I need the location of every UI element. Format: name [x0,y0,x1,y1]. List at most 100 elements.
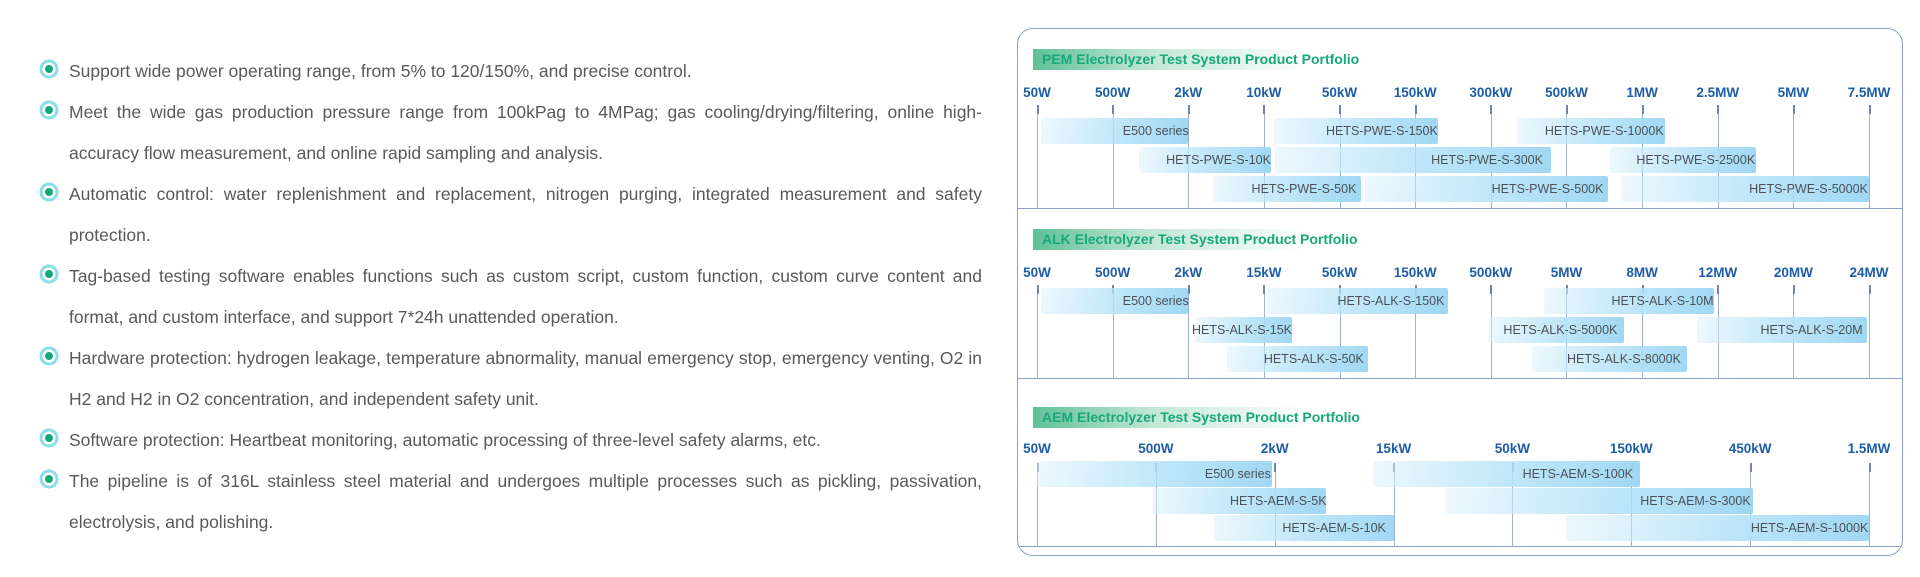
axis-tick-label: 20MW [1773,265,1813,280]
axis-tick-mark [1187,105,1190,114]
bar-row-1: E500 series HETS-AEM-S-100K [1037,461,1869,487]
grid-line [1037,285,1038,378]
axis-tick-mark [1717,105,1720,114]
bullet-icon [45,188,53,196]
chart-title-badge-pem: PEM Electrolyzer Test System Product Por… [1033,49,1372,70]
axis-tick-label: 450kW [1728,441,1772,456]
product-bar-label: HETS-PWE-S-1000K [1544,124,1664,138]
feature-item-3: Automatic control: water replenishment a… [40,174,982,256]
product-bar [1444,488,1753,514]
axis-tick-label: 500kW [1545,85,1588,100]
chart-title-badge-aem: AEM Electrolyzer Test System Product Por… [1033,407,1372,428]
product-bar-label: E500 series [1204,467,1271,481]
bar-row-3: HETS-ALK-S-50K HETS-ALK-S-8000K [1037,346,1869,372]
product-bar-label: HETS-PWE-S-10K [1166,153,1271,167]
grid-line [1339,285,1341,378]
product-bar-label: HETS-ALK-S-8000K [1566,352,1681,366]
axis-tick-label: 5MW [1550,265,1583,280]
bullet-icon [45,352,53,360]
axis-tick-mark [1868,285,1871,294]
axis-tick-label: 300kW [1469,85,1513,100]
axis-tick-label: 500W [1094,85,1131,100]
axis-tick-mark [1274,463,1277,472]
product-bar-label: HETS-ALK-S-10M [1611,294,1714,308]
axis-tick-mark [1187,285,1190,294]
axis-tick-label: 7.5MW [1847,85,1891,100]
grid-line [1393,463,1395,546]
axis-tick-label: 150kW [1393,85,1437,100]
bullet-icon [45,270,53,278]
axis-tick-mark [1717,285,1720,294]
axis-tick-label: 150kW [1393,265,1437,280]
product-bar-label: HETS-ALK-S-50K [1263,352,1364,366]
product-bar [1565,515,1869,541]
bullet-icon [45,106,53,114]
feature-text: Hardware protection: hydrogen leakage, t… [69,348,982,409]
bullet-icon [45,475,53,483]
feature-text: Support wide power operating range, from… [69,61,692,81]
axis-tick-label: 12MW [1698,265,1738,280]
feature-text: Software protection: Heartbeat monitorin… [69,430,821,450]
chart-section-alk: ALK Electrolyzer Test System Product Por… [1018,209,1902,379]
axis-tick-mark [1792,105,1795,114]
product-bar [1609,147,1756,173]
feature-item-6: Software protection: Heartbeat monitorin… [40,420,982,461]
axis-tick-mark [1792,285,1795,294]
product-bar-label: E500 series [1122,124,1189,138]
chart-section-aem: AEM Electrolyzer Test System Product Por… [1018,379,1902,547]
grid-line [1566,105,1568,208]
axis-tick-mark [1263,285,1266,294]
axis-tick-label: 500W [1094,265,1131,280]
axis-tick-label: 500W [1138,441,1174,456]
axis-tick-mark [1749,463,1752,472]
feature-item-1: Support wide power operating range, from… [40,51,982,92]
product-bar [1214,515,1394,541]
axis-tick-label: 50kW [1494,441,1531,456]
product-bar [1139,147,1272,173]
feature-item-7: The pipeline is of 316L stainless steel … [40,461,982,543]
axis-tick-mark [1565,105,1568,114]
product-bar-label: HETS-PWE-S-300K [1431,153,1543,167]
chart-section-pem: PEM Electrolyzer Test System Product Por… [1018,29,1902,209]
bullet-icon [45,434,53,442]
grid-line [1112,105,1114,208]
grid-line [1037,105,1038,208]
grid-line [1112,285,1114,378]
product-bar-label: HETS-AEM-S-10K [1282,521,1386,535]
product-bar-label: HETS-ALK-S-150K [1337,294,1445,308]
grid-line [1869,285,1870,378]
grid-line [1188,285,1190,378]
grid-line [1415,285,1417,378]
grid-line [1037,463,1038,546]
product-bar [1226,346,1368,372]
axis-tick-mark [1490,105,1493,114]
axis-tick-mark [1490,285,1493,294]
axis-tick-label: 50kW [1321,85,1358,100]
feature-text: Meet the wide gas production pressure ra… [69,102,982,163]
product-bar [1040,118,1189,144]
axis-tick-label: 10kW [1246,85,1282,100]
feature-text: Automatic control: water replenishment a… [69,184,982,245]
product-bar [1697,317,1868,343]
product-bar-label: HETS-PWE-S-150K [1325,124,1438,138]
product-bar [1543,288,1714,314]
axis-tick-mark [1263,105,1266,114]
grid-line [1869,105,1870,208]
axis-tick-label: 1.5MW [1847,441,1891,456]
product-bar-label: HETS-ALK-S-20M [1760,323,1863,337]
product-bar-label: HETS-PWE-S-50K [1251,182,1357,196]
bullet-icon [45,65,53,73]
axis-tick-mark [1036,285,1039,294]
axis-tick-label: 15kW [1375,441,1412,456]
axis-tick-mark [1414,105,1417,114]
product-bar-label: HETS-AEM-S-100K [1522,467,1634,481]
product-bar [1620,176,1869,202]
feature-item-5: Hardware protection: hydrogen leakage, t… [40,338,982,420]
axis-tick-mark [1868,463,1871,472]
